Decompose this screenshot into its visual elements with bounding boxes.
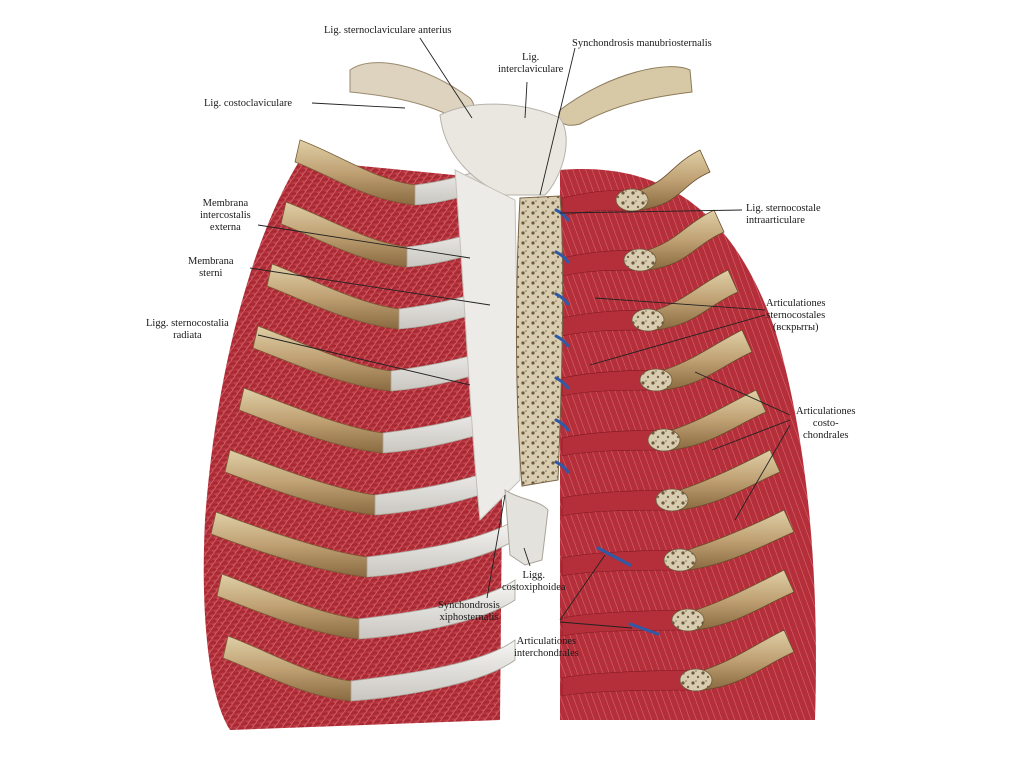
right-intercostal-band	[561, 369, 665, 397]
costochondral-cut-section	[647, 428, 681, 452]
membrana-sterni	[454, 169, 521, 522]
sternum-body	[515, 195, 564, 487]
joint-mark	[554, 250, 570, 264]
joint-mark	[554, 460, 570, 474]
costochondral-cut-section	[663, 548, 697, 572]
label-lig-costoclaviculare: Lig. costoclaviculare	[204, 98, 293, 109]
costochondral-cut-section	[655, 488, 689, 512]
label-articulationes-interchondrales: Articulationes interchondrales	[514, 636, 579, 659]
costochondral-cut-section	[639, 368, 673, 392]
label-lig-interclaviculare: Lig. interclaviculare	[498, 52, 564, 75]
label-ligg-sternocostalia-radiata: Ligg. sternocostalia radiata	[146, 318, 229, 341]
costochondral-cut-section	[623, 248, 657, 272]
leader-lines	[249, 37, 791, 629]
label-membrana-intercostalis-externa: Membrana intercostalis externa	[200, 198, 251, 233]
label-synchondrosis-xiphosternalis: Synchondrosis xiphosternalis	[438, 600, 500, 623]
joint-mark	[554, 376, 570, 390]
label-articulationes-sternocostales: Articulationes sternocostales (вскрыты)	[766, 298, 826, 333]
left-costal-cartilage	[350, 639, 516, 702]
manubrium-ligaments	[439, 103, 567, 196]
left-costal-cartilage	[358, 579, 516, 640]
joint-mark	[554, 208, 570, 222]
right-ribs	[561, 149, 795, 697]
costochondral-cut-section	[615, 188, 649, 212]
right-intercostal-band	[561, 429, 673, 457]
right-intercostal-band	[561, 669, 705, 697]
xiphoid-process	[504, 489, 549, 566]
sternocostal-joint-marks	[554, 208, 660, 636]
label-articulationes-costochondrales: Articulationes costo- chondrales	[796, 406, 856, 441]
right-clavicle	[558, 66, 693, 126]
joint-mark	[554, 334, 570, 348]
right-intercostal-band	[561, 489, 681, 517]
joint-mark	[554, 418, 570, 432]
interchondral-joint-mark	[596, 546, 632, 567]
label-synchondrosis-manubriosternalis: Synchondrosis manubriosternalis	[572, 38, 712, 49]
costochondral-cut-section	[679, 668, 713, 692]
costochondral-cut-section	[671, 608, 705, 632]
label-ligg-costoxiphoidea: Ligg. costoxiphoidea	[502, 570, 566, 593]
label-lig-sternoclaviculare-anterius: Lig. sternoclaviculare anterius	[324, 25, 452, 36]
label-lig-sternocostale-intraarticulare: Lig. sternocostale intraarticulare	[746, 203, 821, 226]
label-membrana-sterni: Membrana sterni	[188, 256, 234, 279]
interchondral-joint-mark	[628, 622, 660, 636]
costochondral-cut-section	[631, 308, 665, 332]
joint-mark	[554, 292, 570, 306]
